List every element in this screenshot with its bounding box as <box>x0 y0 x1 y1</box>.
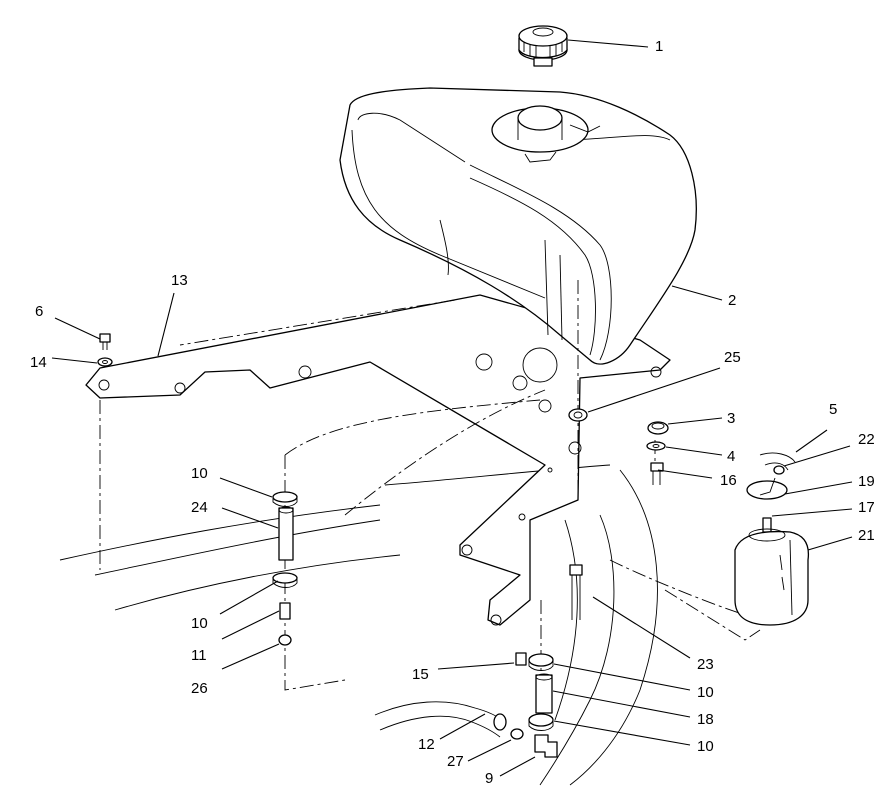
callout-18: 18 <box>697 711 714 728</box>
callout-12: 12 <box>418 736 435 753</box>
mounting-plate <box>85 294 671 626</box>
callout-3: 3 <box>727 410 735 427</box>
callout-26: 26 <box>191 680 208 697</box>
callout-19: 19 <box>858 473 875 490</box>
callout-15: 15 <box>412 666 429 683</box>
grommet-and-bolts-right <box>568 408 669 485</box>
callout-22: 22 <box>858 431 875 448</box>
callout-11: 11 <box>191 647 207 664</box>
callout-10-lower-mid: 10 <box>697 684 714 701</box>
callout-4: 4 <box>727 448 735 465</box>
callout-25: 25 <box>724 349 741 366</box>
vent-and-overflow-reservoir <box>734 452 810 626</box>
callout-leaders <box>51 39 853 777</box>
fuel-tank <box>339 87 697 365</box>
callout-5: 5 <box>829 401 837 418</box>
callout-17: 17 <box>858 499 875 516</box>
callout-9: 9 <box>485 770 493 787</box>
lower-fuel-line-fittings <box>374 564 583 758</box>
fuel-cap <box>518 25 568 67</box>
callout-10-upper-left: 10 <box>191 465 208 482</box>
callout-21: 21 <box>858 527 875 544</box>
callout-2: 2 <box>728 292 736 309</box>
chassis-frame-lines <box>59 464 658 786</box>
callout-10-lower-left: 10 <box>191 615 208 632</box>
callout-27: 27 <box>447 753 464 770</box>
callout-16: 16 <box>720 472 737 489</box>
callout-10-lower-right: 10 <box>697 738 714 755</box>
callout-23: 23 <box>697 656 714 673</box>
left-hose-assembly <box>272 491 298 646</box>
callout-24: 24 <box>191 499 208 516</box>
callout-labels: 1 2 3 4 5 6 9 10 10 10 10 11 12 13 14 15… <box>30 38 875 787</box>
callout-13: 13 <box>171 272 188 289</box>
callout-14: 14 <box>30 354 47 371</box>
callout-1: 1 <box>655 38 663 55</box>
bolt-and-washer-left <box>97 333 113 367</box>
callout-6: 6 <box>35 303 43 320</box>
